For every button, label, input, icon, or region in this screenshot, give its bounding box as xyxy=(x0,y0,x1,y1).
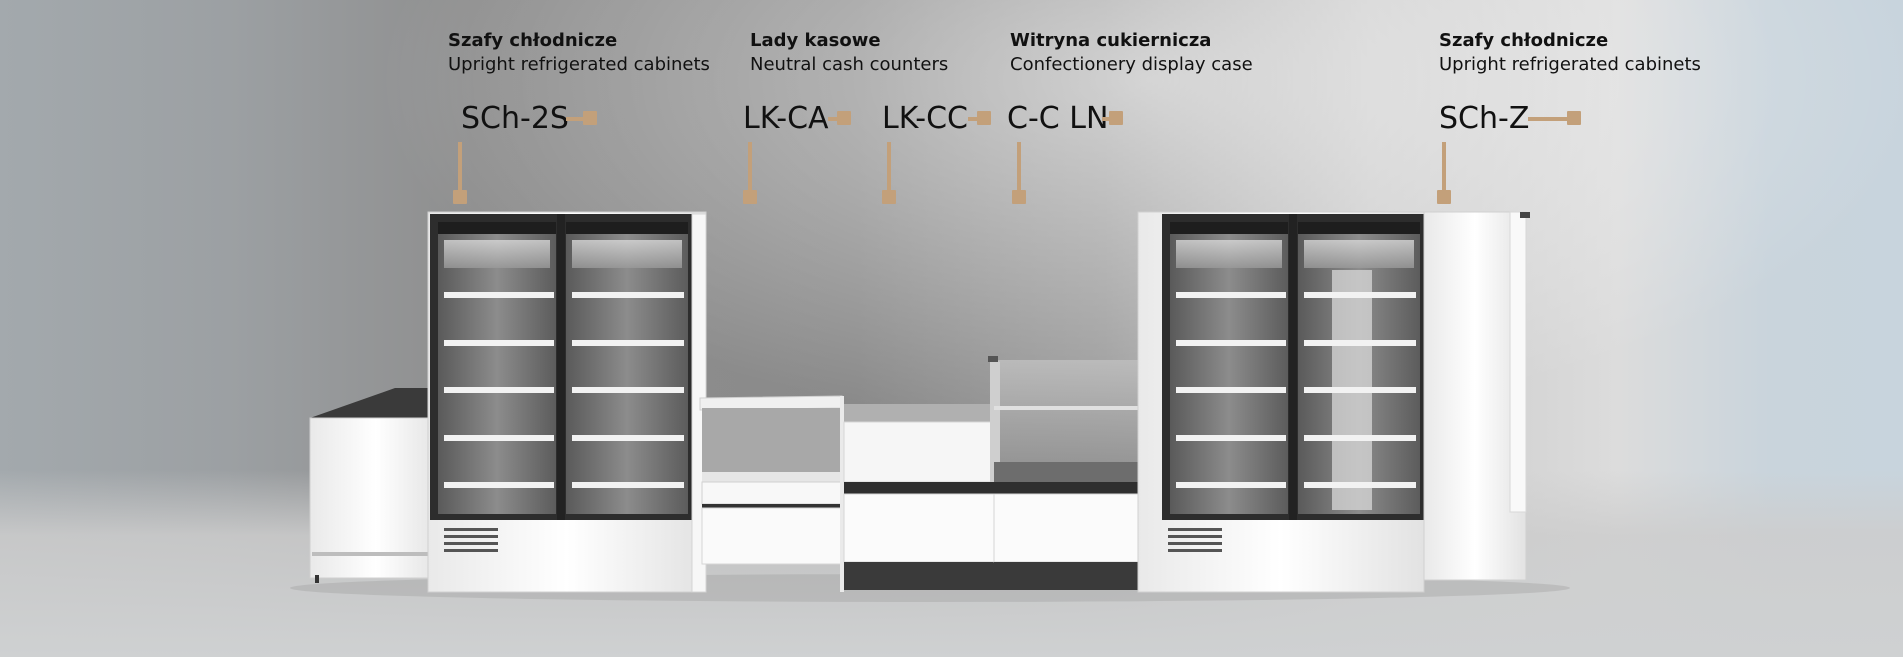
group-subtitle: Upright refrigerated cabinets xyxy=(1439,54,1701,75)
group-subtitle: Neutral cash counters xyxy=(750,54,949,75)
group-label-cash-counters: Lady kasowe Neutral cash counters xyxy=(750,30,948,78)
leader-line xyxy=(828,117,838,121)
leader-line xyxy=(1017,142,1021,194)
leader-line xyxy=(1442,142,1446,194)
leader-line xyxy=(748,142,752,194)
group-title: Lady kasowe xyxy=(750,30,881,51)
counter-lk-cc xyxy=(843,404,995,590)
leader-marker xyxy=(837,111,851,125)
leader-line xyxy=(566,117,584,121)
group-title: Witryna cukiernicza xyxy=(1010,30,1212,51)
model-code-c-c-ln: C-C LN xyxy=(1007,101,1109,136)
right-solid-cabinet xyxy=(1423,211,1530,581)
leader-line xyxy=(1528,117,1570,121)
model-code-sch-z: SCh-Z xyxy=(1439,101,1530,136)
group-title: Szafy chłodnicze xyxy=(1439,30,1609,51)
display-case-c-c-ln xyxy=(988,356,1160,590)
leader-line xyxy=(1102,117,1114,121)
counter-lk-ca xyxy=(699,395,844,592)
cabinet-sch-z xyxy=(1137,211,1428,593)
leader-line xyxy=(887,142,891,194)
model-code-sch-2s: SCh-2S xyxy=(461,101,569,136)
group-subtitle: Upright refrigerated cabinets xyxy=(448,54,710,75)
leader-line xyxy=(968,117,980,121)
leader-marker xyxy=(743,190,757,204)
model-code-lk-cc: LK-CC xyxy=(882,101,968,136)
leader-marker xyxy=(1012,190,1026,204)
leader-marker xyxy=(583,111,597,125)
leader-marker xyxy=(1109,111,1123,125)
leader-marker xyxy=(882,190,896,204)
group-title: Szafy chłodnicze xyxy=(448,30,618,51)
leader-marker xyxy=(1437,190,1451,204)
model-code-lk-ca: LK-CA xyxy=(743,101,829,136)
group-label-confectionery-case: Witryna cukiernicza Confectionery displa… xyxy=(1010,30,1253,78)
left-end-counter xyxy=(309,388,443,583)
group-label-upright-cabinets-left: Szafy chłodnicze Upright refrigerated ca… xyxy=(448,30,710,78)
leader-line xyxy=(458,142,462,194)
cabinet-sch-2s xyxy=(427,211,707,593)
leader-marker xyxy=(1567,111,1581,125)
group-subtitle: Confectionery display case xyxy=(1010,54,1253,75)
leader-marker xyxy=(977,111,991,125)
group-label-upright-cabinets-right: Szafy chłodnicze Upright refrigerated ca… xyxy=(1439,30,1701,78)
leader-marker xyxy=(453,190,467,204)
